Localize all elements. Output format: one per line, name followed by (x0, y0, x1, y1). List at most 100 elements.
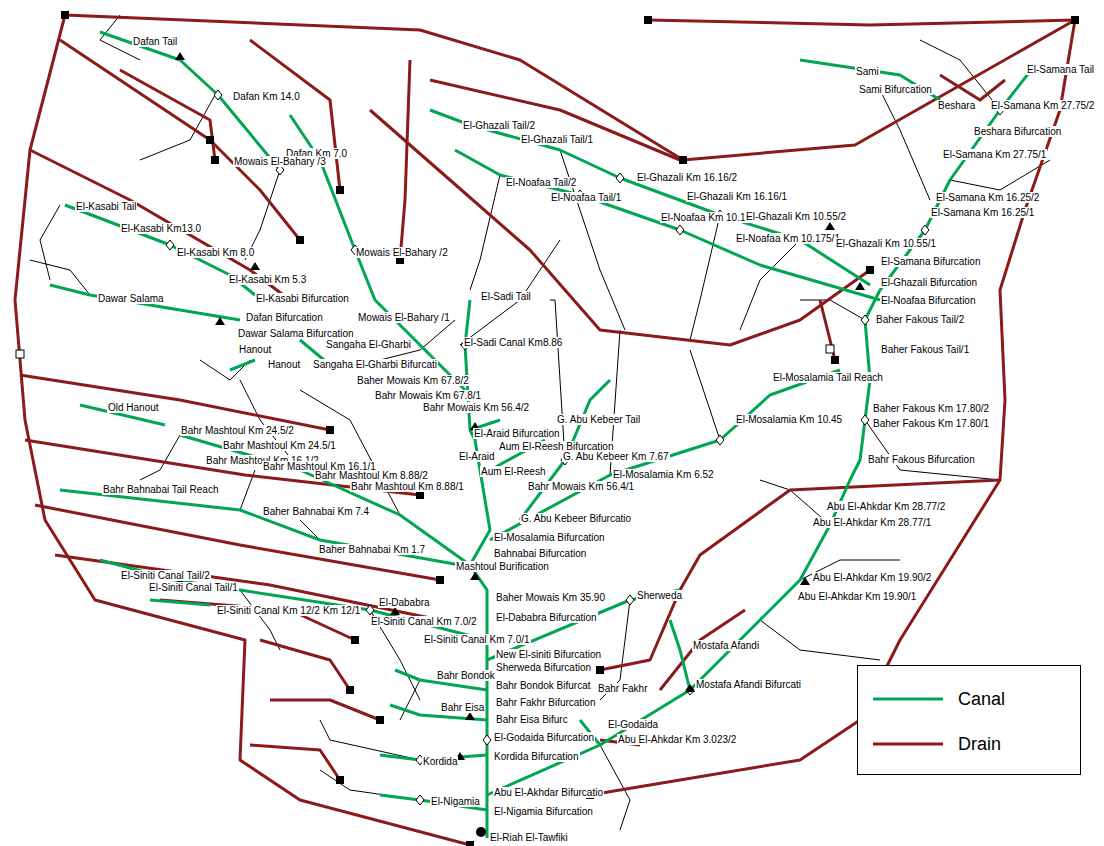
place-label: El-Siniti Canal Km 7.0/1 (423, 634, 531, 645)
place-label: El-Ghazali Km 16.16/1 (686, 191, 788, 202)
place-label: G. Abu Kebeer Bifurcatio (520, 513, 632, 524)
place-label: Sami Bifurcation (858, 84, 933, 95)
place-label: Mowais El-Bahary /3 (233, 156, 327, 167)
place-label: El-Mosalamia Km 10.45 (735, 414, 843, 425)
place-label: Baher Fakous Tail/1 (880, 344, 970, 355)
place-label: Hanout (267, 359, 301, 370)
place-label: Km 12/1 (322, 605, 361, 616)
canal-flow-markers (175, 52, 865, 837)
place-label: El-Kasabi Bifurcation (255, 293, 350, 304)
legend-line-sample (868, 684, 948, 714)
place-label: El-Dababra (378, 597, 431, 608)
place-label: Beshara Bifurcation (973, 126, 1062, 137)
place-label: Bahr Eisa Bifurc (495, 714, 569, 725)
place-label: Abu El-Ahkdar Km 3.023/2 (617, 734, 737, 745)
place-label: Sherweda (636, 590, 683, 601)
place-label: G. Abu Kebeer Km 7.67 (562, 451, 670, 462)
place-label: Abu El-Ahkdar Km 28.77/2 (826, 501, 946, 512)
place-label: Baher Fakous Km 17.80/2 (872, 403, 990, 414)
place-label: Mostafa Afandi Bifurcati (695, 679, 802, 690)
place-label: Abu El-Ahkdar Km 28.77/1 (812, 517, 932, 528)
place-label: El-Kasabi Km13.0 (120, 223, 202, 234)
legend-line-sample (868, 729, 948, 759)
place-label: El-Kasabi Km 5.3 (228, 274, 307, 285)
place-label: El-Ghazali Tail/1 (520, 134, 594, 145)
place-label: Abu El-Ahkdar Km 19.90/1 (797, 591, 917, 602)
place-label: Mashtoul Burification (455, 561, 550, 572)
place-label: Bahr Mashtoul Km 8.88/1 (350, 481, 465, 492)
place-label: El-Kasabi Tail (75, 201, 137, 212)
place-label: Dawar Salama Bifurcation (237, 328, 355, 339)
place-label: New El-siniti Bifurcation (495, 649, 602, 660)
place-label: Bahnabai Bifurcation (493, 548, 587, 559)
place-label: Mowais El-Bahary /2 (355, 247, 449, 258)
place-label: El-Siniti Canal Km 7.0/2 (370, 616, 478, 627)
place-label: Bahr Mashtoul Km 24.5/2 (180, 425, 295, 436)
place-label: El-Ghazali Tail/2 (462, 120, 536, 131)
place-label: Abu El-Ahkdar Km 19.90/2 (812, 572, 932, 583)
place-label: El-Samana Km 16.25/2 (935, 192, 1040, 203)
place-label: El-Araid (458, 451, 496, 462)
place-label: Baher Mowais Km 67.8/2 (356, 375, 470, 386)
place-label: El-Noafaa Km 10.175/1 (735, 233, 841, 244)
place-label: Sangaha El-Gharbi Bifurcati (312, 359, 438, 370)
place-label: El-Sadi Tail (480, 291, 532, 302)
place-label: El-Kasabi Km 8.0 (176, 247, 255, 258)
place-label: El-Siniti Canal Km 12/2 (216, 605, 321, 616)
place-label: Bahr Mowais Km 67.8/1 (374, 390, 482, 401)
place-label: Bahr Fakous Bifurcation (867, 454, 976, 465)
place-label: El-Nigamia (430, 796, 481, 807)
place-label: Bahr Mowais Km 56.4/2 (422, 402, 530, 413)
place-label: El-Mosalamia Km 6.52 (612, 469, 715, 480)
place-label: Hanout (238, 344, 272, 355)
place-label: Bahr Fakhr (597, 683, 648, 694)
place-label: El-Araid Bifurcation (473, 428, 561, 439)
place-label: Dawar Salama (97, 293, 165, 304)
place-label: El-Ghazali Km 16.16/2 (636, 172, 738, 183)
place-label: El-Dababra Bifurcation (495, 612, 598, 623)
place-label: Baher Fakous Tail/2 (875, 314, 965, 325)
place-label: Baher Bahnabai Km 7.4 (262, 506, 370, 517)
place-label: El-Noafaa Tail/1 (550, 192, 622, 203)
place-label: Abu El-Akhdar Bifurcatio (493, 787, 604, 798)
place-label: Baher Bahnabai Km 1.7 (318, 544, 426, 555)
place-label: Dafan Km 14.0 (232, 91, 301, 102)
place-label: Bahr Eisa (440, 702, 485, 713)
place-label: El-Siniti Canal Tail/1 (148, 582, 239, 593)
place-label: El-Samana Km 27.75/2 (990, 100, 1095, 111)
place-label: Mowais El-Bahary /1 (357, 312, 451, 323)
place-label: Aum El-Reesh (480, 466, 546, 477)
place-label: El-Siniti Canal Tail/2 (120, 570, 211, 581)
place-label: El-Riah El-Tawfiki (489, 832, 569, 843)
place-label: Bahr Bondok (436, 670, 496, 681)
legend-box: CanalDrain (857, 665, 1081, 775)
place-label: Bahr Bahnabai Tail Reach (102, 484, 219, 495)
place-label: El-Noafaa Bifurcation (880, 295, 977, 306)
place-label: Dafan Tail (132, 36, 178, 47)
place-label: Dafan Bifurcation (245, 312, 324, 323)
place-label: El-Samana Km 27.75/1 (942, 149, 1047, 160)
place-label: El-Samana Tail (1026, 64, 1095, 75)
place-label: El-Mosalamia Tail Reach (772, 372, 884, 383)
place-label: Bahr Mashtoul Km 8.88/2 (314, 470, 429, 481)
place-label: Sangaha El-Gharbi (325, 339, 412, 350)
place-label: El-Godaida Bifurcation (493, 732, 595, 743)
place-label: El-Samana Bifurcation (880, 256, 982, 267)
place-label: Bahr Fakhr Bifurcation (495, 697, 597, 708)
place-label: El-Noafaa Tail/2 (505, 177, 577, 188)
canal-node-markers (16, 90, 1004, 805)
place-label: El-Samana Km 16.25/1 (930, 207, 1035, 218)
place-label: El-Mosalamia Bifurcation (493, 532, 606, 543)
place-label: Sherweda Bifurcation (495, 662, 592, 673)
place-label: Baher Fakous Km 17.80/1 (872, 418, 990, 429)
place-label: Kordida Bifurcation (493, 751, 580, 762)
legend-row: Drain (858, 729, 1080, 759)
place-label: El-Sadi Canal Km8.86 (463, 337, 563, 348)
place-label: El-Ghazali Km 10.55/1 (835, 238, 937, 249)
place-label: El-Ghazali Bifurcation (880, 277, 978, 288)
place-label: El-Nigamia Bifurcation (493, 806, 594, 817)
place-label: G. Abu Kebeer Tail (556, 414, 641, 425)
legend-row: Canal (858, 684, 1080, 714)
place-label: El-Godaida (607, 719, 659, 730)
place-label: Kordida (422, 756, 458, 767)
